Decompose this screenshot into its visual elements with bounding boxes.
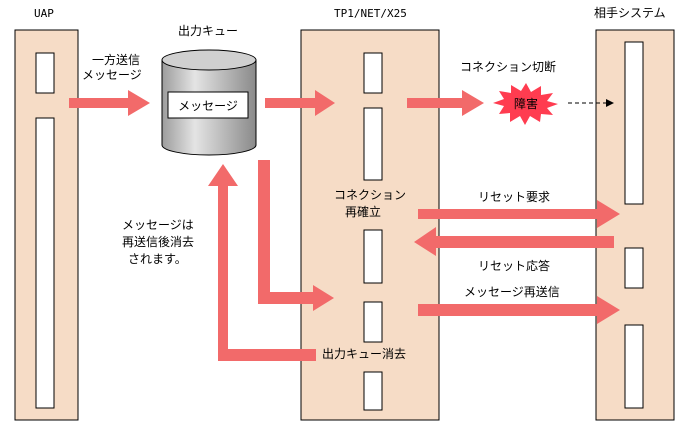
uap-slot-2 xyxy=(35,117,55,409)
tp1-slot-1 xyxy=(363,52,383,94)
output-queue-cylinder: メッセージ xyxy=(161,49,257,156)
resend-label: メッセージ再送信 xyxy=(464,284,560,299)
arrow-tp1-to-failure xyxy=(407,90,484,116)
deleted-note-1: メッセージは xyxy=(122,218,194,232)
peer-header: 相手システム xyxy=(594,6,666,20)
reset-request-label: リセット要求 xyxy=(478,190,550,204)
deleted-note-2: 再送信後消去 xyxy=(122,234,194,249)
reestablish-label-2: 再確立 xyxy=(345,204,381,219)
tp1-slot-5 xyxy=(363,371,383,411)
oneway-label-1: 一方送信 xyxy=(92,52,140,67)
tp1-header: TP1/NET/X25 xyxy=(334,7,407,20)
tp1-slot-3 xyxy=(363,229,383,284)
dashed-arrowhead xyxy=(606,99,614,107)
peer-slot-2 xyxy=(624,247,644,289)
arrows xyxy=(69,90,620,361)
arrow-reset-request xyxy=(418,200,620,228)
tp1-column xyxy=(300,29,440,421)
tp1-slot-2 xyxy=(363,107,383,181)
reestablish-label-1: コネクション xyxy=(334,188,406,202)
arrow-resend xyxy=(418,296,620,324)
arrow-delete-back-to-queue xyxy=(208,164,316,361)
arrow-reset-response xyxy=(414,227,614,256)
deleted-note-3: されます。 xyxy=(128,252,187,266)
queue-message-label: メッセージ xyxy=(178,99,238,113)
peer-slot-3 xyxy=(624,324,644,409)
arrow-queue-to-tp1 xyxy=(265,90,335,116)
failure-burst: 障害 xyxy=(493,83,558,125)
oneway-label-2: メッセージ xyxy=(82,68,142,82)
disconnect-label: コネクション切断 xyxy=(460,59,556,74)
uap-header: UAP xyxy=(34,7,54,20)
tp1-slot-4 xyxy=(363,301,383,343)
uap-column xyxy=(14,29,79,421)
uap-slot-1 xyxy=(35,52,55,94)
arrow-uap-to-queue xyxy=(69,90,150,116)
peer-column xyxy=(595,29,675,421)
peer-slot-1 xyxy=(624,41,644,205)
arrow-queue-down-to-tp1 xyxy=(258,160,334,311)
failure-label: 障害 xyxy=(514,96,538,111)
reset-response-label: リセット応答 xyxy=(478,258,550,273)
queue-header: 出力キュー xyxy=(178,24,238,38)
queue-delete-label: 出力キュー消去 xyxy=(322,347,406,361)
queue-message-box xyxy=(167,91,249,119)
